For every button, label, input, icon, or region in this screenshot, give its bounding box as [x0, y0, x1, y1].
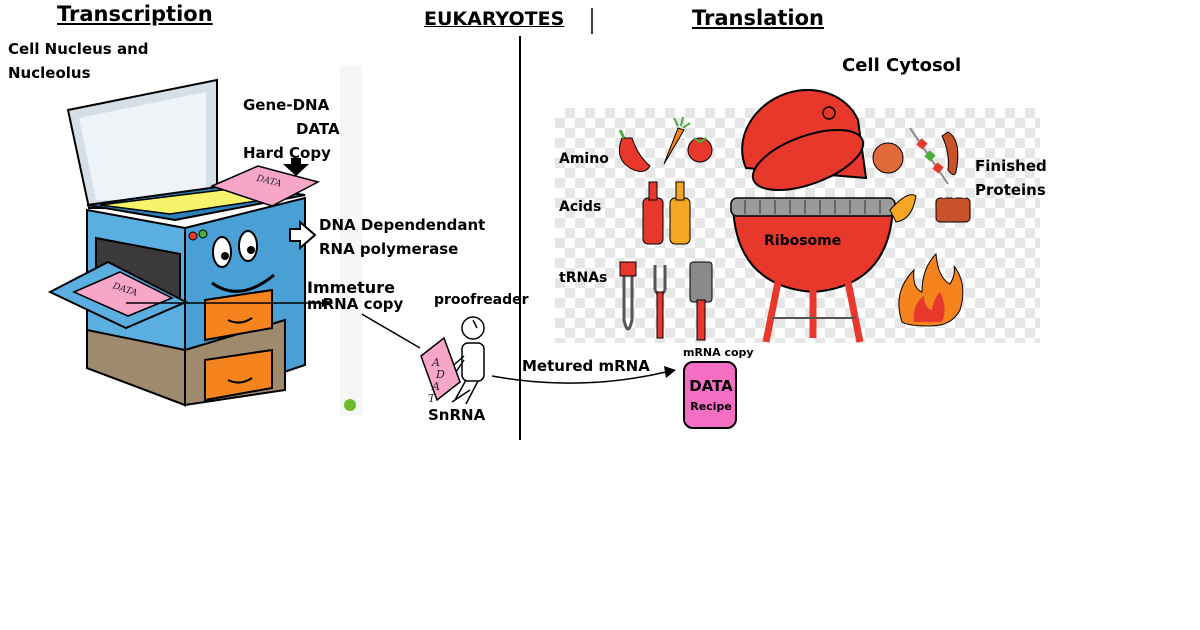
copier-machine: DATA DATA	[47, 78, 321, 407]
gene-dna-label: Gene-DNA	[243, 96, 330, 114]
sheet-letter-d: D	[435, 368, 445, 381]
hard-copy-arrow	[283, 158, 309, 176]
grill-lid	[741, 89, 868, 192]
cooked-meats-icon	[872, 127, 971, 223]
recipe-card-title: DATA	[689, 377, 733, 395]
polymerase-arrow	[289, 219, 317, 251]
grill-grate	[730, 197, 896, 217]
data-label: DATA	[296, 120, 340, 138]
copier-drawer-bottom	[204, 348, 273, 402]
sheet-letter-t: T	[428, 392, 437, 405]
hard-copy-label: Hard Copy	[243, 144, 331, 162]
immature-label-line2: mRNA copy	[307, 295, 404, 313]
recipe-card	[683, 361, 737, 429]
sheet-letter-a2: A	[431, 380, 440, 393]
nucleus-label-line2: Nucleolus	[8, 64, 91, 82]
copier-eye-left	[212, 236, 232, 268]
hard-copy-paper	[209, 165, 321, 207]
ribosome-label: Ribosome	[764, 233, 842, 249]
sauce-bottles-icon	[642, 181, 691, 245]
polymerase-label-line1: DNA Dependendant	[319, 216, 486, 234]
translation-title: Translation	[692, 6, 824, 30]
acids-label: Acids	[559, 199, 602, 215]
matured-mrna-label: Metured mRNA	[522, 357, 650, 375]
matured-mrna-arrow	[491, 371, 667, 384]
proofreader-figure	[445, 316, 485, 405]
finished-proteins-line1: Finished	[975, 157, 1047, 175]
ribosome-grill	[730, 197, 896, 343]
vegetables-icon	[618, 116, 713, 172]
eukaryotes-title: EUKARYOTES	[424, 8, 565, 30]
snrna-label: SnRNA	[428, 406, 486, 424]
immature-label-line1: Immeture	[307, 278, 395, 297]
amino-label: Amino	[559, 151, 609, 167]
fire-icon	[898, 252, 964, 327]
nucleus-label-line1: Cell Nucleus and	[8, 40, 149, 58]
grill-utensils-icon	[619, 261, 713, 341]
sheet-letter-a1: A	[431, 356, 440, 369]
cytosol-label: Cell Cytosol	[842, 55, 962, 76]
copier-smile	[211, 273, 275, 293]
polymerase-label-line2: RNA polymerase	[319, 240, 459, 258]
proofreader-label: proofreader	[434, 292, 529, 308]
transcription-title: Transcription	[57, 2, 213, 26]
snrna-sheet	[420, 336, 461, 402]
mrna-copy-label: mRNA copy	[683, 346, 754, 359]
watermark-strip	[340, 66, 362, 416]
finished-proteins-line2: Proteins	[975, 181, 1046, 199]
trnas-label: tRNAs	[559, 270, 608, 286]
recipe-card-subtitle: Recipe	[690, 400, 732, 413]
copier-eye-right	[238, 230, 258, 262]
tray-paper	[72, 271, 174, 317]
